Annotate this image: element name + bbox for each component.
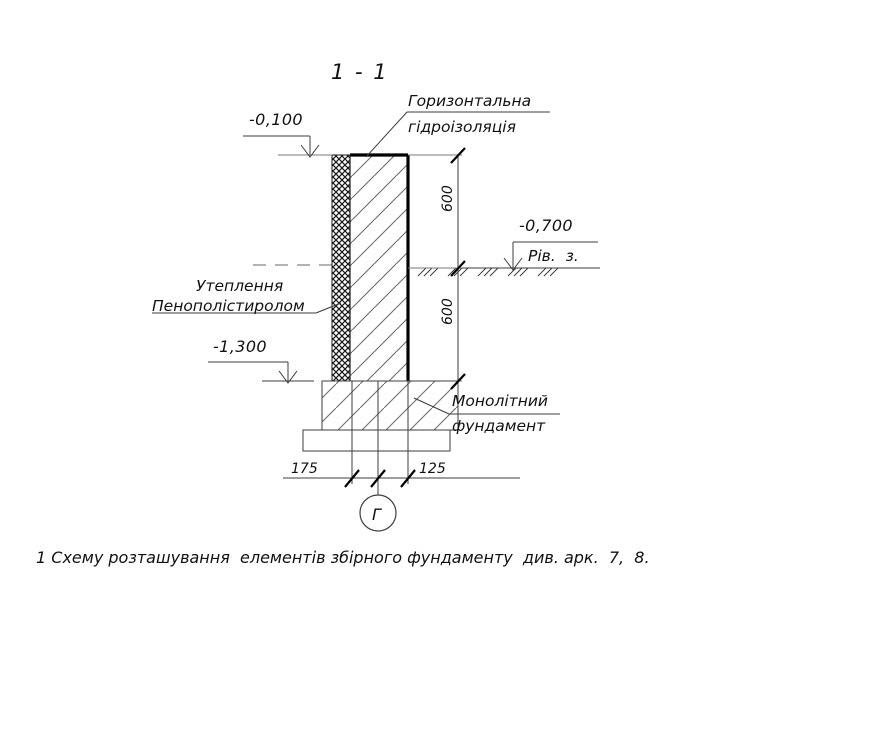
elevation-ground-value: -0,700 (519, 216, 573, 235)
foundation-callout: Монолітний фундамент (413, 392, 560, 435)
insulation-callout: Утеплення Пенополістиролом (152, 277, 342, 315)
elevation-bottom-value: -1,300 (213, 337, 267, 356)
ground-level-label: Рів. з. (528, 247, 579, 265)
elevation-marker-bottom: -1,300 (208, 337, 314, 384)
ground-line-group (408, 267, 600, 277)
dimension-600-lower: 600 (440, 298, 456, 325)
insulation-layer (331, 154, 351, 382)
foundation-base-slab (302, 429, 451, 452)
foundation-label-line2: фундамент (452, 417, 546, 435)
foundation-label-line1: Монолітний (452, 392, 548, 410)
axis-reference-lines (351, 381, 409, 495)
waterproofing-callout: Горизонтальна гідроізоляція (365, 92, 550, 158)
elevation-top-value: -0,100 (249, 110, 303, 129)
wall-section (349, 153, 410, 381)
section-title: 1 - 1 (331, 60, 389, 84)
elevation-marker-top: -0,100 (243, 110, 332, 158)
dimension-125: 125 (419, 461, 446, 477)
axis-marker-letter: Г (372, 505, 382, 524)
insulation-label-line2: Пенополістиролом (152, 297, 305, 315)
dimension-175: 175 (291, 461, 318, 477)
waterproofing-label-line2: гідроізоляція (408, 118, 516, 136)
foundation-block (321, 380, 459, 431)
insulation-label-line1: Утеплення (196, 277, 283, 295)
elevation-marker-ground: -0,700 Рів. з. (503, 216, 598, 271)
vertical-dimension-chain: 600 600 (408, 147, 466, 390)
dimension-600-upper: 600 (440, 185, 456, 212)
horizontal-dimension-chain: 175 125 (283, 461, 520, 488)
waterproofing-label-line1: Горизонтальна (408, 92, 531, 110)
footer-note: 1 Схему розташування елементів збірного … (36, 548, 650, 567)
axis-marker-bubble: Г (359, 494, 397, 532)
